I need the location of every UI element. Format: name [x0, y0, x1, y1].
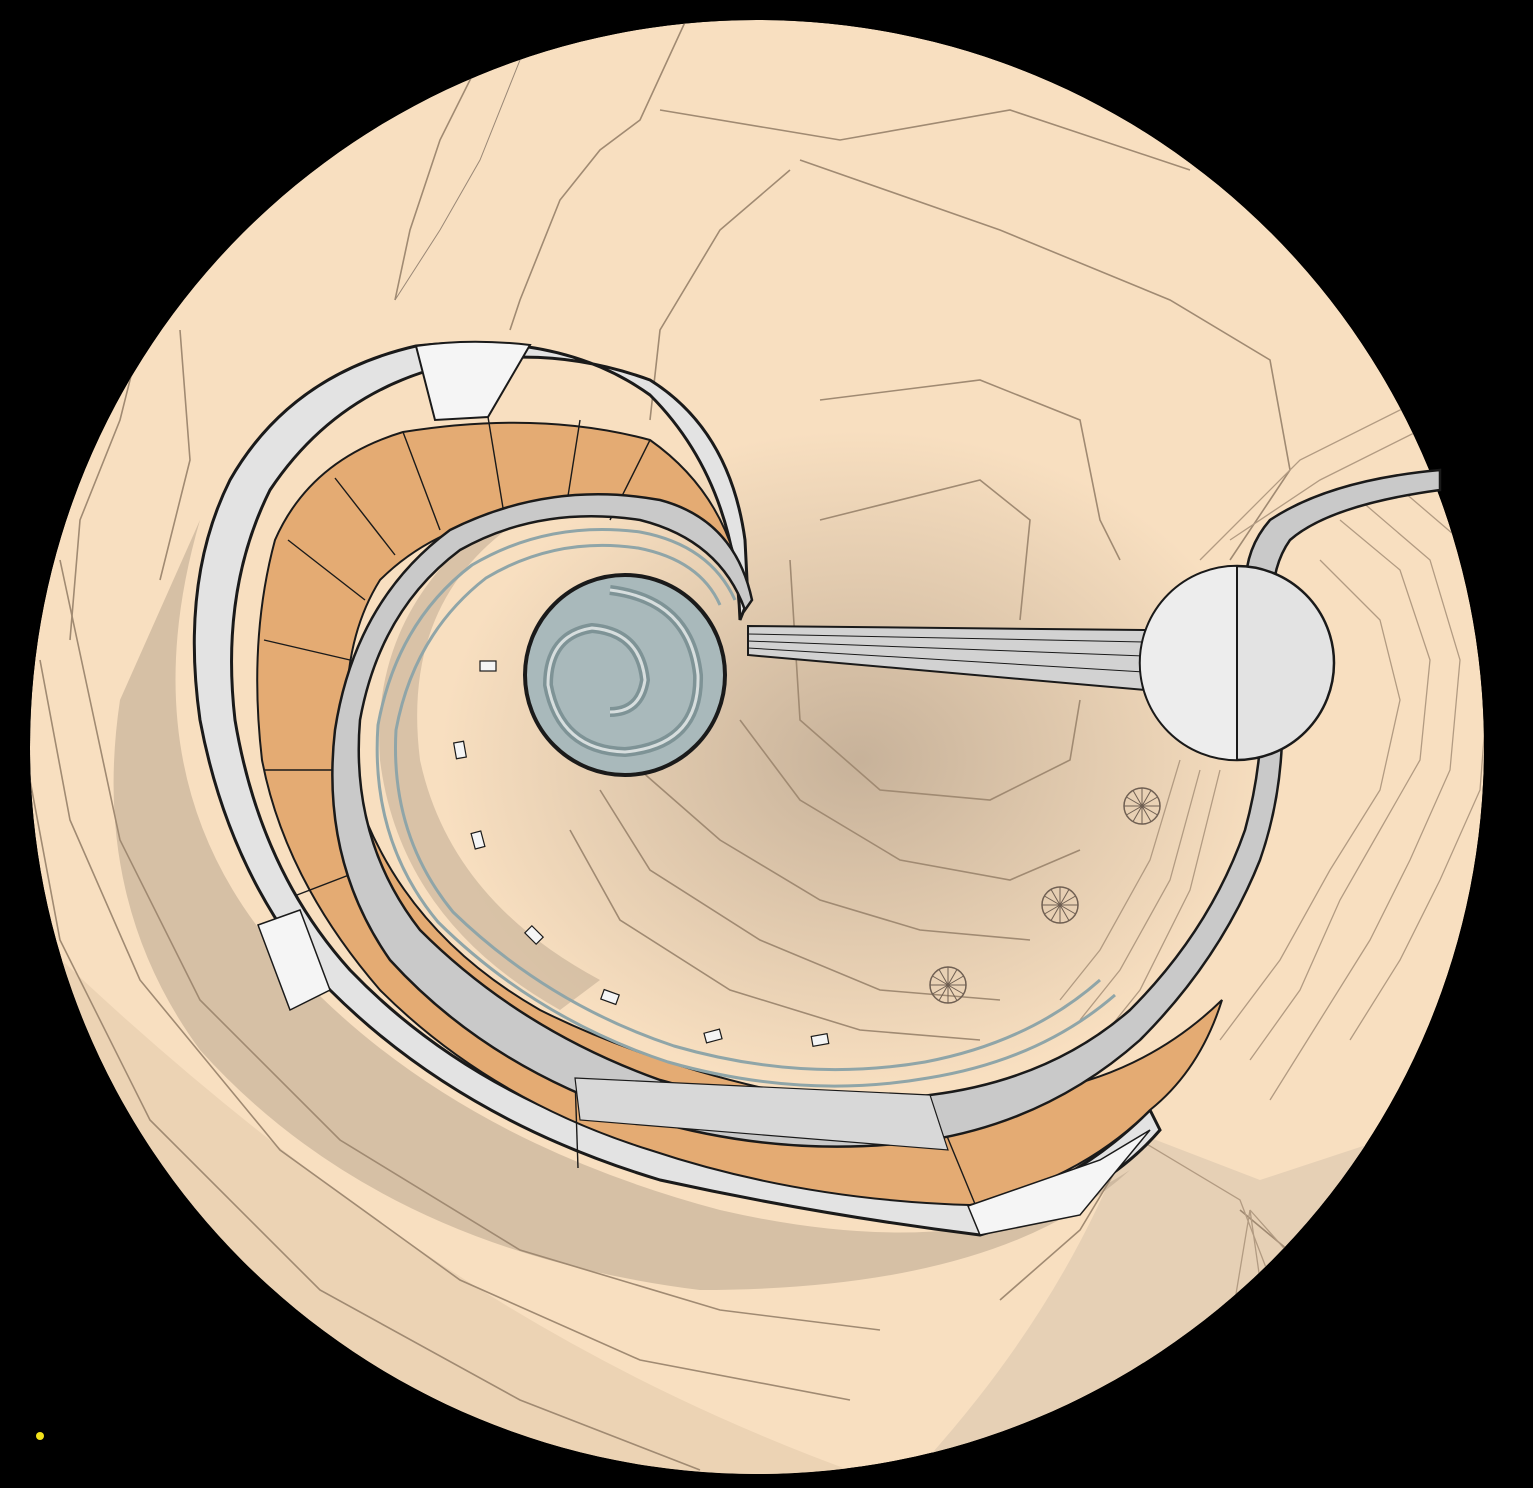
structure-shadow: [113, 520, 1131, 1290]
pavilion-half: [1139, 565, 1238, 761]
contour-line: [739, 719, 1081, 881]
contour-line: [159, 329, 191, 581]
bridge-line: [747, 633, 1146, 643]
contour-line: [509, 20, 687, 331]
marker-dot: [36, 1432, 44, 1440]
contour-line: [659, 109, 1191, 171]
contour-line: [789, 559, 1081, 801]
tread-line: [287, 539, 366, 601]
wall-panel: [967, 1129, 1151, 1236]
contour-line: [639, 769, 1031, 941]
contour-line: [39, 659, 851, 1401]
core-spiral-line: [546, 588, 700, 754]
bollard-icon: [523, 924, 545, 946]
tree-symbols: [929, 787, 1161, 1004]
bollard-icon: [470, 830, 486, 850]
contour-line: [1079, 769, 1201, 1021]
ramp-rail: [375, 527, 1116, 1088]
contour-line: [1099, 769, 1221, 1041]
bridge-line: [747, 640, 1146, 657]
contour-line: [59, 559, 881, 1331]
contour-line: [1269, 499, 1461, 1101]
bollard-icon: [600, 988, 620, 1006]
tread-line: [402, 431, 441, 531]
contour-lines: [30, 20, 1484, 1471]
contour-line: [819, 479, 1031, 621]
contour-line: [1249, 519, 1431, 1061]
rail-line: [375, 527, 1116, 1088]
spiral-core: [523, 573, 727, 777]
survey-line: [394, 59, 521, 301]
bridge-line: [747, 647, 1146, 673]
tree-symbol-icon: [1041, 886, 1079, 924]
rail-line: [394, 543, 1101, 1072]
contour-line: [1059, 759, 1181, 1001]
bollard-markers: [452, 660, 830, 1048]
tree-symbol-icon: [929, 966, 967, 1004]
contour-line: [1219, 559, 1401, 1041]
tree-symbol-icon: [1123, 787, 1161, 825]
wall-panel: [414, 340, 532, 422]
bollard-icon: [452, 740, 468, 760]
wall-panel: [257, 909, 331, 1012]
contour-line: [394, 59, 481, 301]
tread-line: [487, 416, 506, 521]
pavilion: [1138, 564, 1336, 762]
steep-slope-contours: [1059, 399, 1484, 1431]
core-bolts: [524, 574, 726, 776]
contour-line: [819, 379, 1121, 561]
contour-line: [799, 159, 1291, 561]
bollard-icon: [703, 1028, 723, 1044]
spiral-ramp: [331, 468, 1442, 1148]
contour-line: [569, 829, 981, 1041]
bollard-icon: [810, 1032, 830, 1048]
ramp-landing: [574, 1077, 949, 1151]
contour-line: [599, 789, 1001, 1001]
bollard-icon: [479, 660, 497, 672]
contour-line: [30, 779, 701, 1471]
tread-line: [263, 639, 351, 661]
contour-line: [649, 169, 791, 421]
tread-line: [334, 477, 396, 556]
